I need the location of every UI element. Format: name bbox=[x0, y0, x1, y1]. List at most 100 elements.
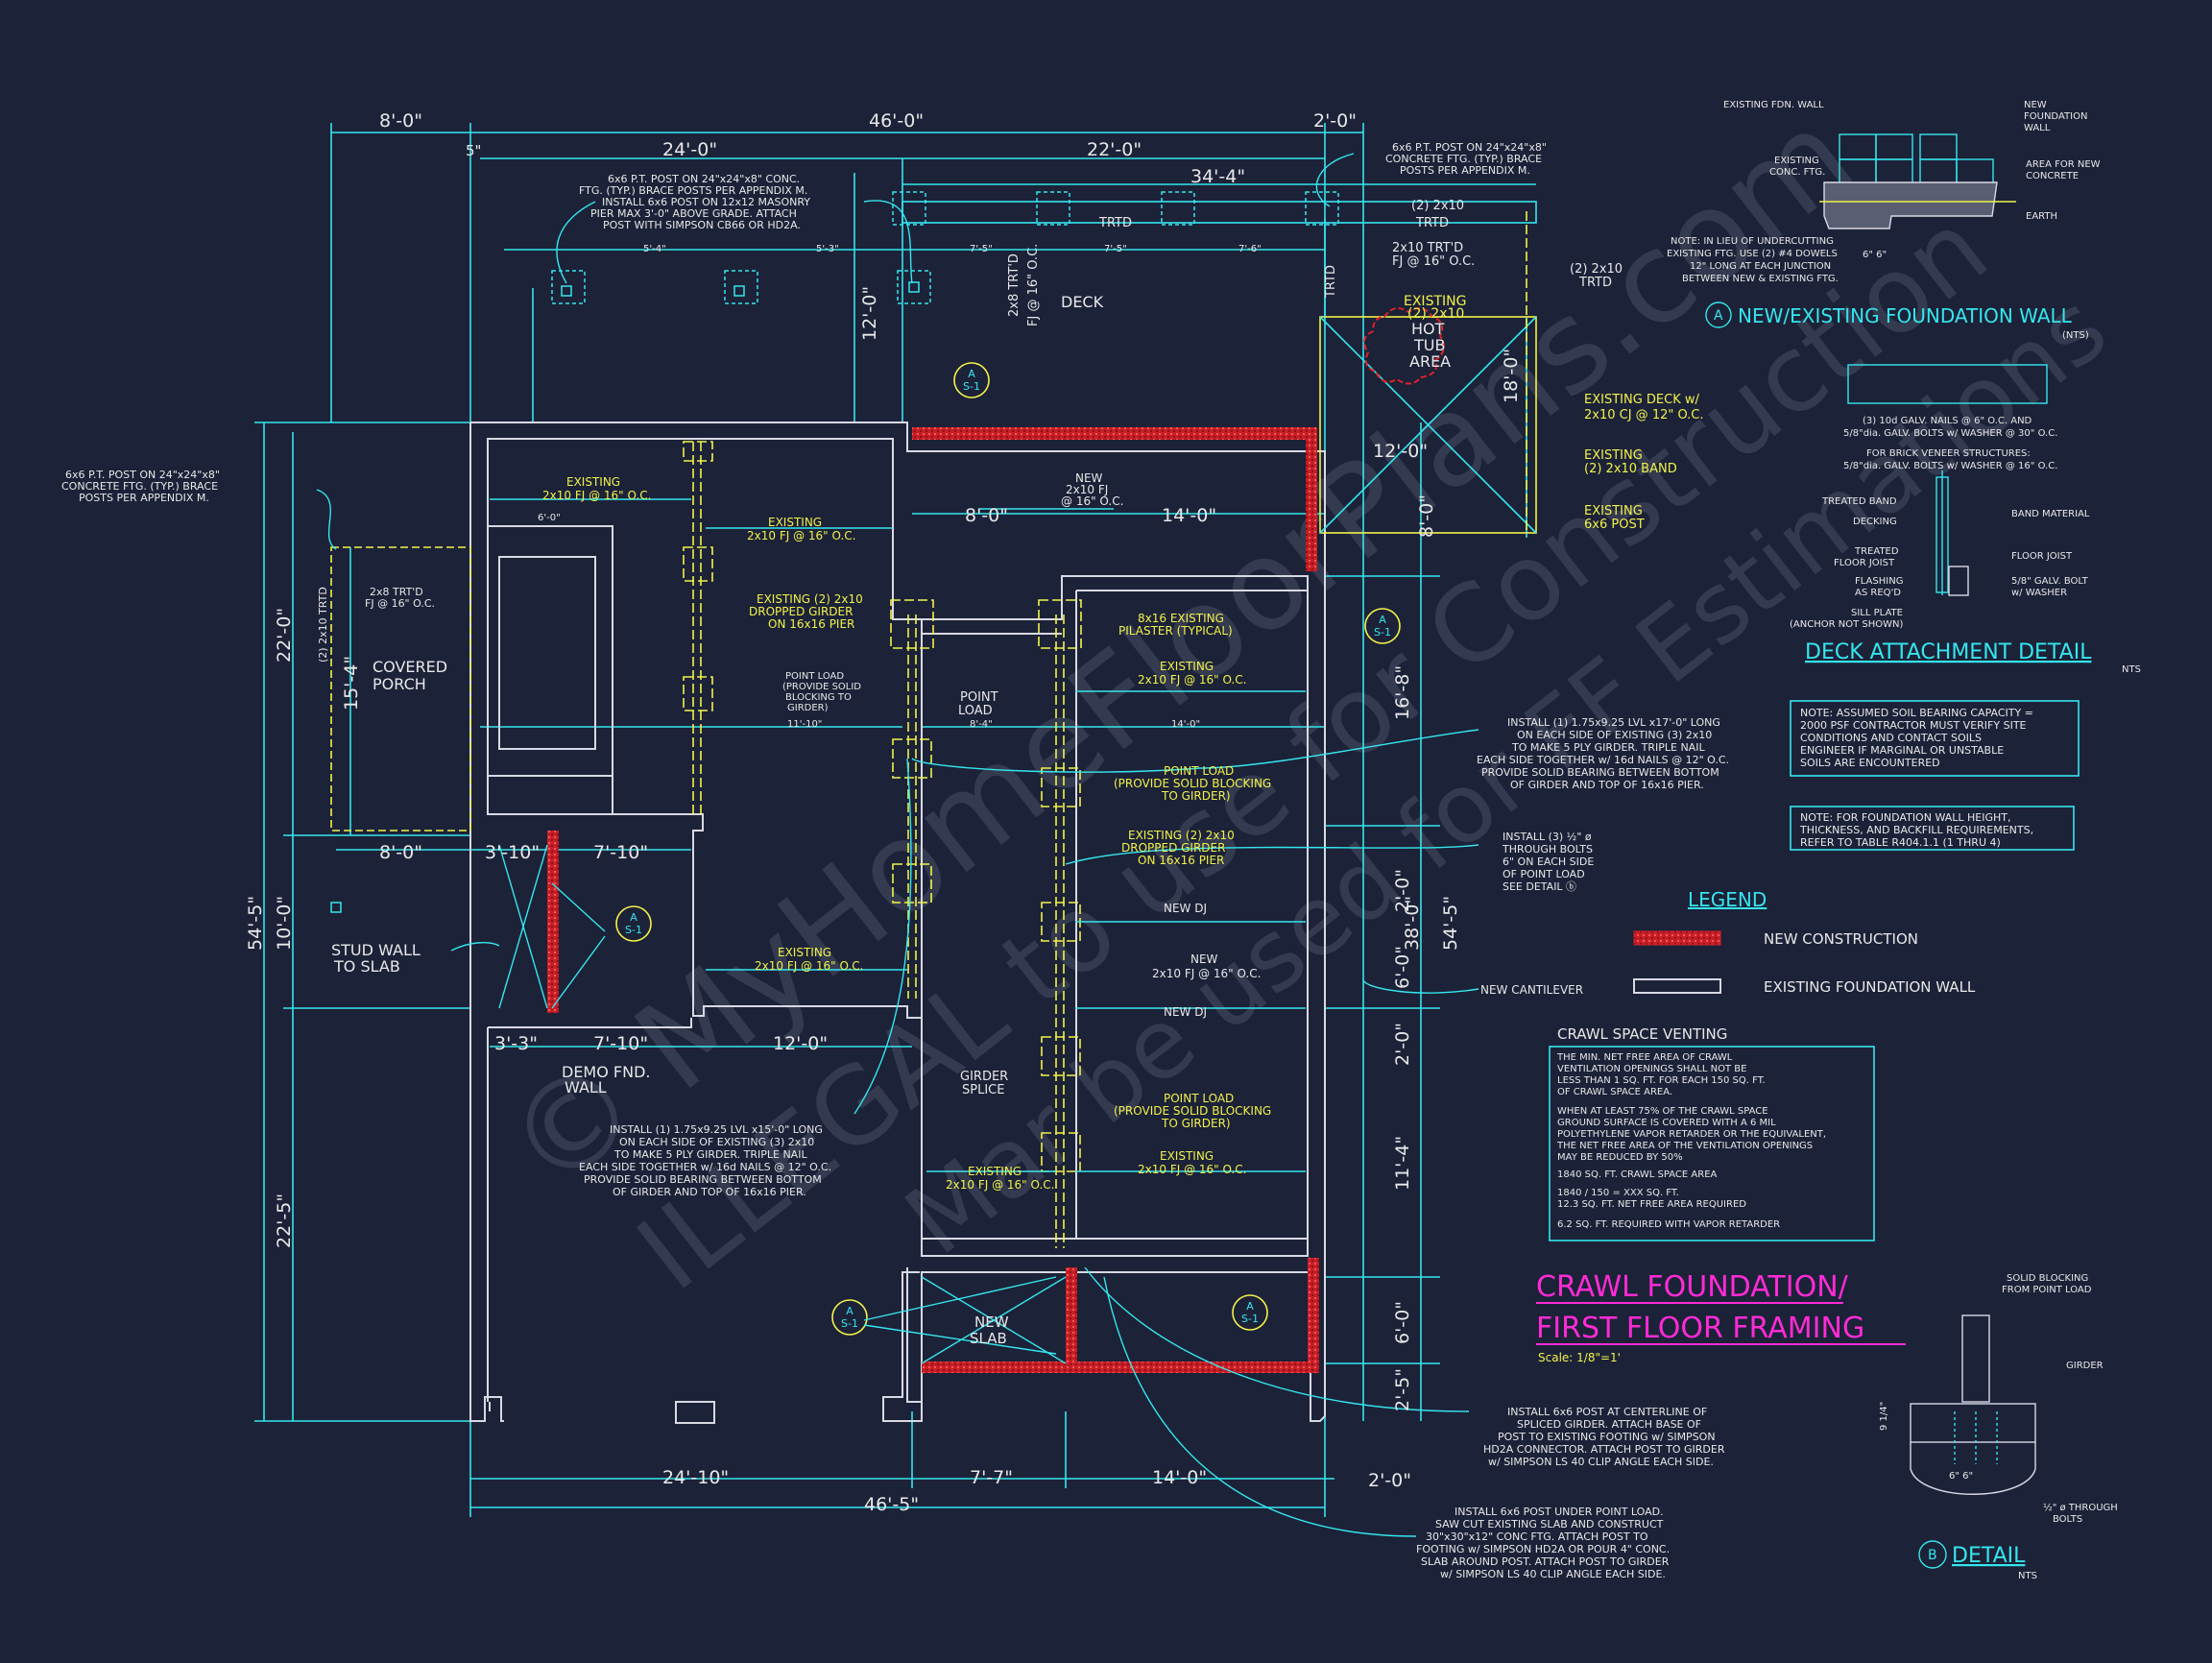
new-label: NEW bbox=[1190, 952, 1218, 966]
section-mark-label: A bbox=[846, 1305, 854, 1317]
deck-detail-bolt-2: w/ WASHER bbox=[2011, 588, 2067, 598]
section-marker-1 bbox=[953, 362, 990, 398]
dim-top-5in: 5" bbox=[466, 142, 481, 159]
section-markers bbox=[615, 362, 1401, 1336]
drop-girder-2: DROPPED GIRDER bbox=[749, 605, 853, 618]
note-pointload-4: FOOTING w/ SIMPSON HD2A OR POUR 4" CONC. bbox=[1416, 1543, 1670, 1555]
dim-right-deck2: 8'-0" bbox=[1416, 494, 1437, 538]
existing-deck-1: EXISTING DECK w/ bbox=[1584, 393, 1700, 407]
deck-detail-note-4: 5/8"dia. GALV. BOLTS w/ WASHER @ 16" O.C… bbox=[1843, 461, 2057, 471]
existing-fj-label: EXISTING bbox=[566, 475, 620, 489]
venting-line: THE NET FREE AREA OF THE VENTILATION OPE… bbox=[1556, 1141, 1813, 1151]
note-post-top-4: PIER MAX 3'-0" ABOVE GRADE. ATTACH bbox=[590, 207, 797, 220]
venting-line: THE MIN. NET FREE AREA OF CRAWL bbox=[1556, 1052, 1733, 1063]
existing-fj-label-2: 2x10 FJ @ 16" O.C. bbox=[542, 489, 651, 502]
wall-note-1: NOTE: FOR FOUNDATION WALL HEIGHT, bbox=[1800, 811, 2010, 824]
trtd-vertical-label: TRTD bbox=[1324, 265, 1338, 299]
deck-detail-band: TREATED BAND bbox=[1821, 496, 1897, 507]
section-sheet-label: S-1 bbox=[963, 380, 980, 393]
note-post-left-2: CONCRETE FTG. (TYP.) BRACE bbox=[61, 480, 218, 493]
dim-bottom-c: 14'-0" bbox=[1152, 1467, 1207, 1488]
soil-note-1: NOTE: ASSUMED SOIL BEARING CAPACITY = bbox=[1800, 707, 2033, 719]
drop-girder-1: EXISTING (2) 2x10 bbox=[757, 592, 863, 606]
dim-bottom-right: 2'-0" bbox=[1368, 1470, 1411, 1491]
existing-post-2: 6x6 POST bbox=[1584, 518, 1645, 532]
dim-bottom-a: 24'-10" bbox=[662, 1467, 729, 1488]
note-lvl-right-4: EACH SIDE TOGETHER w/ 16d NAILS @ 12" O.… bbox=[1477, 754, 1729, 766]
note-splice-3: POST TO EXISTING FOOTING w/ SIMPSON bbox=[1498, 1431, 1716, 1443]
drop-girder-r-2: DROPPED GIRDER bbox=[1121, 841, 1225, 855]
porch-beam: (2) 2x10 TRTD bbox=[317, 587, 329, 663]
dim-bottom-b: 7'-7" bbox=[970, 1467, 1013, 1488]
dim-right-deck: 18'-0" bbox=[1501, 349, 1522, 403]
trtd-fj-right: 2x10 TRT'D bbox=[1392, 241, 1463, 255]
section-sheet-label: S-1 bbox=[1241, 1313, 1259, 1325]
note-bolts-4: OF POINT LOAD bbox=[1503, 868, 1585, 880]
load-label: LOAD bbox=[958, 704, 993, 718]
detail-a-title: NEW/EXISTING FOUNDATION WALL bbox=[1738, 304, 2073, 327]
detail-a-circle bbox=[1705, 301, 1732, 328]
deck-detail-flash-1: FLASHING bbox=[1855, 576, 1903, 587]
existing-fj-label-2: 2x10 FJ @ 16" O.C. bbox=[1138, 673, 1246, 687]
dim-small-p1: 5'-4" bbox=[643, 244, 666, 254]
new-slab-2: SLAB bbox=[970, 1330, 1007, 1347]
legend-existing-swatch bbox=[1633, 978, 1721, 994]
detail-a-new-fdn-1: NEW bbox=[2024, 100, 2047, 110]
venting-line: MAY BE REDUCED BY 50% bbox=[1557, 1152, 1683, 1163]
new-construction-walls bbox=[547, 427, 1319, 1373]
dim-top-deck: 34'-4" bbox=[1190, 166, 1245, 187]
girders bbox=[683, 441, 1082, 1248]
joist-lines bbox=[490, 498, 1306, 1364]
wall-note-2: THICKNESS, AND BACKFILL REQUIREMENTS, bbox=[1799, 824, 2033, 836]
dim-small-p3: 7'-5" bbox=[970, 244, 993, 254]
note-post-right-3: POSTS PER APPENDIX M. bbox=[1400, 164, 1530, 177]
note-post-top-1: 6x6 P.T. POST ON 24"x24"x8" CONC. bbox=[608, 173, 800, 185]
detail-a-ex-fdn: EXISTING FDN. WALL bbox=[1723, 100, 1824, 110]
existing-band-2: (2) 2x10 BAND bbox=[1584, 462, 1677, 476]
demo-fnd-2: WALL bbox=[565, 1078, 607, 1097]
deck-detail-note-1: (3) 10d GALV. NAILS @ 6" O.C. AND bbox=[1863, 416, 2032, 426]
deck-posts bbox=[330, 191, 1339, 913]
dim-right-c: 2'-0" bbox=[1392, 869, 1413, 912]
deck-label: DECK bbox=[1061, 293, 1104, 311]
stud-wall-2: TO SLAB bbox=[333, 957, 400, 976]
section-mark-label: A bbox=[968, 368, 975, 380]
venting-line: 12.3 SQ. FT. NET FREE AREA REQUIRED bbox=[1557, 1199, 1746, 1210]
detail-a-ex-conc-2: CONC. FTG. bbox=[1769, 167, 1825, 178]
deck-detail-floorjoist: FLOOR JOIST bbox=[2011, 551, 2073, 562]
venting-line: VENTILATION OPENINGS SHALL NOT BE bbox=[1557, 1064, 1746, 1074]
note-bolts-5: SEE DETAIL ⓑ bbox=[1503, 880, 1576, 893]
drop-girder-3: ON 16x16 PIER bbox=[768, 617, 854, 631]
dim-inner-f: 12'-0" bbox=[773, 1033, 828, 1054]
note-lvl-left-1: INSTALL (1) 1.75x9.25 LVL x15'-0" LONG bbox=[610, 1123, 823, 1136]
venting-line: POLYETHYLENE VAPOR RETARDER OR THE EQUIV… bbox=[1557, 1129, 1826, 1140]
note-post-top-3: INSTALL 6x6 POST ON 12x12 MASONRY bbox=[602, 196, 810, 208]
detail-a-nts: (NTS) bbox=[2062, 330, 2089, 341]
detail-b-nts: NTS bbox=[2018, 1571, 2037, 1581]
legend-new-swatch bbox=[1633, 930, 1721, 946]
existing-fj-label: EXISTING bbox=[1160, 1149, 1214, 1163]
soil-note-5: SOILS ARE ENCOUNTERED bbox=[1800, 757, 1940, 769]
point-load-note-3: BLOCKING TO bbox=[785, 692, 852, 703]
deck-fj-label: 2x8 TRT'D bbox=[1007, 253, 1022, 317]
stud-wall-1: STUD WALL bbox=[331, 941, 421, 959]
detail-b-solid-2: FROM POINT LOAD bbox=[2002, 1285, 2092, 1295]
dim-inner-h: 14'-0" bbox=[1162, 505, 1216, 526]
two-trtd-right-2: TRTD bbox=[1578, 276, 1612, 290]
dim-deck-width: 12'-0" bbox=[1373, 441, 1428, 462]
dim-small-s2: 11'-10" bbox=[787, 719, 822, 730]
detail-b-circle bbox=[1918, 1540, 1947, 1569]
note-bolts-1: INSTALL (3) ½" ø bbox=[1503, 831, 1592, 843]
venting-line: LESS THAN 1 SQ. FT. FOR EACH 150 SQ. FT. bbox=[1557, 1075, 1766, 1086]
venting-line: GROUND SURFACE IS COVERED WITH A 6 MIL bbox=[1557, 1118, 1776, 1128]
dim-left-overall: 54'-5" bbox=[245, 896, 266, 951]
note-lvl-right-2: ON EACH SIDE OF EXISTING (3) 2x10 bbox=[1517, 729, 1712, 741]
deck-detail-note-2: 5/8"dia. GALV. BOLTS w/ WASHER @ 30" O.C… bbox=[1843, 428, 2057, 439]
note-bolts-2: THROUGH BOLTS bbox=[1502, 843, 1593, 856]
new-cantilever: NEW CANTILEVER bbox=[1480, 983, 1583, 997]
dim-left-c: 22'-5" bbox=[274, 1193, 295, 1248]
dim-small-s4: 14'-0" bbox=[1171, 719, 1200, 730]
dim-small-p5: 7'-6" bbox=[1238, 244, 1262, 254]
detail-a-mark: A bbox=[1714, 308, 1723, 324]
